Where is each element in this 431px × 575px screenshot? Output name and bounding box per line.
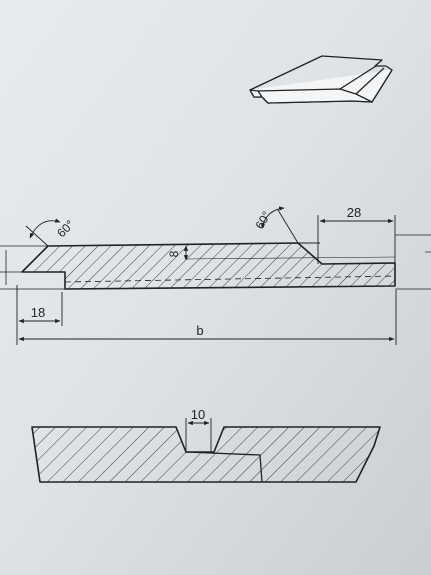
tongue-length-label: 28	[347, 205, 361, 220]
thickness-label: 8	[167, 250, 181, 257]
angle-right-dimension	[260, 206, 320, 244]
groove-width-label: 10	[191, 407, 205, 422]
thin-line	[184, 256, 396, 260]
groove-section-view	[31, 426, 381, 483]
tongue-length-dimension	[317, 215, 396, 264]
rebate-length-label: 18	[31, 305, 45, 320]
groove-profile	[31, 426, 381, 483]
isometric-view	[249, 55, 393, 104]
angle-left-dimension	[25, 218, 72, 247]
groove-width-dimension	[185, 418, 212, 452]
overall-length-dimension	[16, 290, 397, 345]
overall-length-label: b	[196, 323, 203, 338]
hidden-line	[64, 275, 396, 283]
rebate-length-dimension	[16, 285, 63, 326]
